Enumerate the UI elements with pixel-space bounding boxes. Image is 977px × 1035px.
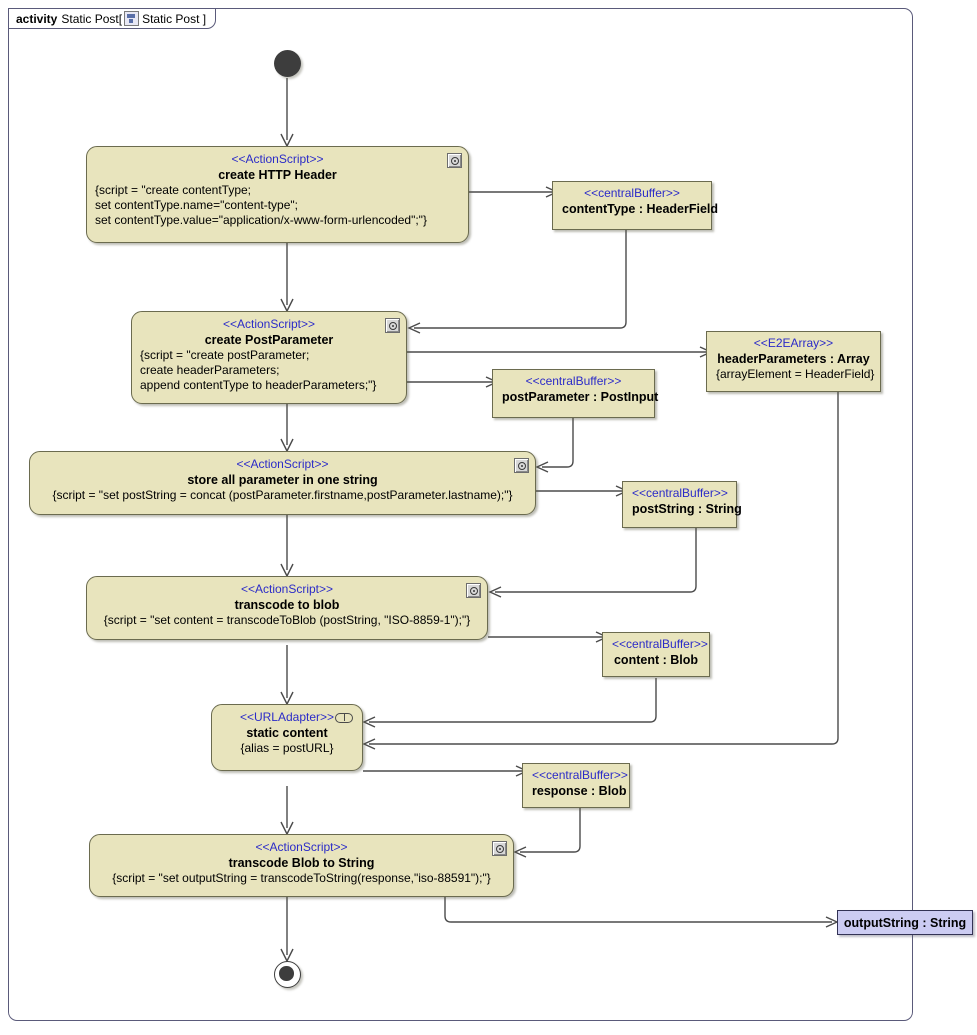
stereotype-label: <<E2EArray>> (753, 336, 834, 350)
node-title: postParameter : PostInput (502, 390, 659, 404)
node-title: postString : String (632, 502, 742, 516)
node-title: transcode Blob to String (228, 856, 375, 870)
action-script-icon (466, 583, 481, 598)
node-title: transcode to blob (234, 598, 340, 612)
action-script-icon (385, 318, 400, 333)
activity-final-node[interactable] (274, 961, 301, 988)
stereotype-label: <<ActionScript>> (222, 317, 316, 331)
node-title: create HTTP Header (218, 168, 337, 182)
stereotype-label: <<centralBuffer>> (584, 186, 680, 200)
node-script: {script = "create postParameter; create … (140, 348, 377, 392)
output-pin-output-string[interactable]: outputString : String (837, 910, 973, 935)
action-transcode-blob-to-string[interactable]: <<ActionScript>> transcode Blob to Strin… (89, 834, 514, 897)
node-script: {script = "set outputString = transcodeT… (112, 871, 491, 885)
action-static-content[interactable]: <<URLAdapter>> static content {alias = p… (211, 704, 363, 771)
action-create-post-parameter[interactable]: <<ActionScript>> create PostParameter {s… (131, 311, 407, 404)
frame-inner-name: Static Post ] (142, 11, 207, 26)
stereotype-label: <<centralBuffer>> (532, 768, 628, 782)
stereotype-label: <<centralBuffer>> (525, 374, 622, 388)
node-script: {script = "create contentType; set conte… (95, 183, 427, 227)
stereotype-label: <<ActionScript>> (231, 152, 324, 166)
central-buffer-response[interactable]: <<centralBuffer>> response : Blob (522, 763, 630, 808)
stereotype-label: <<ActionScript>> (255, 840, 348, 854)
node-script: {script = "set content = transcodeToBlob… (103, 613, 471, 627)
activity-diagram-icon (124, 11, 140, 26)
stereotype-label: <<ActionScript>> (240, 582, 334, 596)
stereotype-label: <<centralBuffer>> (632, 486, 728, 500)
node-title: outputString : String (843, 915, 967, 930)
node-constraint: {arrayElement = HeaderField} (716, 367, 875, 381)
frame-name: Static Post[ (61, 11, 123, 26)
action-script-icon (514, 458, 529, 473)
central-buffer-post-string[interactable]: <<centralBuffer>> postString : String (622, 481, 742, 528)
node-title: store all parameter in one string (187, 473, 378, 487)
node-title: contentType : HeaderField (562, 202, 719, 216)
action-script-icon (492, 841, 507, 856)
node-title: response : Blob (532, 784, 627, 798)
node-title: content : Blob (613, 653, 698, 667)
action-create-http-header[interactable]: <<ActionScript>> create HTTP Header {scr… (86, 146, 469, 243)
node-title: create PostParameter (204, 333, 334, 347)
frame-keyword: activity (16, 11, 58, 26)
url-adapter-icon (335, 713, 353, 723)
action-store-all-parameter[interactable]: <<ActionScript>> store all parameter in … (29, 451, 536, 515)
node-title: static content (246, 726, 328, 740)
action-script-icon (447, 153, 462, 168)
central-buffer-post-parameter[interactable]: <<centralBuffer>> postParameter : PostIn… (492, 369, 659, 418)
node-title: headerParameters : Array (717, 352, 870, 366)
initial-node[interactable] (274, 50, 301, 77)
central-buffer-content-type[interactable]: <<centralBuffer>> contentType : HeaderFi… (552, 181, 719, 230)
e2e-array-header-parameters[interactable]: <<E2EArray>> headerParameters : Array {a… (706, 331, 881, 392)
activity-frame-label: activity Static Post[ Static Post ] (8, 8, 217, 29)
stereotype-label: <<ActionScript>> (236, 457, 329, 471)
stereotype-label: <<centralBuffer>> (612, 637, 708, 651)
activity-frame (8, 8, 913, 1021)
action-transcode-to-blob[interactable]: <<ActionScript>> transcode to blob {scri… (86, 576, 488, 640)
central-buffer-content[interactable]: <<centralBuffer>> content : Blob (602, 632, 710, 677)
node-script: {script = "set postString = concat (post… (52, 488, 513, 502)
node-constraint: {alias = postURL} (240, 741, 334, 755)
stereotype-label: <<URLAdapter>> (239, 710, 335, 724)
